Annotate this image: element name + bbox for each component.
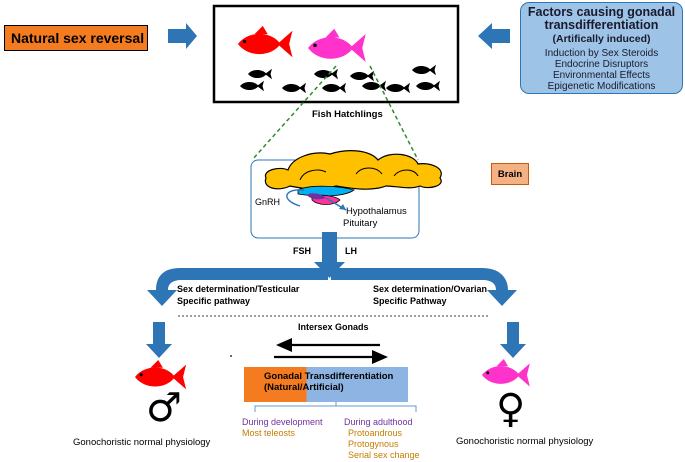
factors-item: Environmental Effects: [552, 70, 651, 81]
right-pathway-label: Sex determination/Ovarian Specific Pathw…: [373, 283, 487, 307]
arrow-right-intersex-head: [372, 350, 388, 364]
development-title: During development: [242, 417, 323, 427]
transdiff-line2: (Natural/Artificial): [264, 382, 344, 393]
arrow-left-factors: [478, 23, 510, 49]
arrow-right-natural: [168, 23, 197, 49]
adulthood-item: Protoandrous: [348, 428, 403, 438]
adulthood-title: During adulthood: [344, 417, 413, 427]
brain-icon: [264, 150, 442, 205]
natural-sex-reversal-label: Natural sex reversal: [11, 30, 145, 46]
hatchlings-label: Fish Hatchlings: [312, 109, 383, 120]
gnrh-label: GnRH: [255, 197, 281, 207]
dot-mark: [230, 355, 232, 357]
brain-label-box: Brain: [491, 163, 529, 185]
transdiff-line1: Gonadal Transdifferentiation: [264, 371, 394, 382]
factors-title: Factors causing gonadal transdifferentia…: [527, 5, 676, 32]
stage-bracket: [254, 405, 417, 412]
arrow-left-intersex-head: [276, 338, 292, 352]
male-physiology-label: Gonochoristic normal physiology: [73, 437, 211, 448]
lh-label: LH: [345, 246, 357, 256]
gnrh-arrow: [286, 189, 305, 207]
factors-item: Induction by Sex Steroids: [544, 48, 659, 59]
adulthood-item: Protogynous: [348, 439, 399, 449]
male-fish-icon: [135, 359, 187, 390]
arrow-down-female: [500, 322, 526, 358]
male-symbol-icon: ♂: [146, 385, 182, 431]
development-block: During development Most teleosts: [242, 417, 323, 439]
zoom-line-left: [251, 65, 337, 161]
right-pathway-line2: Specific Pathway: [373, 296, 447, 306]
left-pathway-label: Sex determination/Testicular Specific pa…: [177, 283, 299, 307]
female-symbol-icon: ♀: [496, 386, 526, 432]
arrow-branch-right: [331, 268, 517, 306]
left-pathway-line2: Specific pathway: [177, 296, 251, 306]
fsh-label: FSH: [293, 246, 311, 256]
zoom-line-right: [369, 65, 419, 161]
pink-fish-icon: [308, 28, 366, 62]
factors-subtitle: (Artifically induced): [552, 33, 651, 45]
natural-sex-reversal-box: Natural sex reversal: [4, 25, 148, 51]
factors-item: Epigenetic Modifications: [547, 81, 656, 92]
brain-label: Brain: [497, 168, 523, 180]
factors-item: Endocrine Disruptors: [554, 59, 649, 70]
arrow-branch-left: [147, 268, 328, 306]
adulthood-block: During adulthood Protoandrous Protogynou…: [344, 417, 420, 461]
arrow-down-male: [146, 322, 172, 358]
female-fish-icon: [482, 359, 530, 387]
development-item: Most teleosts: [242, 428, 296, 438]
transdifferentiation-box: Gonadal Transdifferentiation (Natural/Ar…: [244, 367, 408, 402]
pituitary-label: Pituitary: [343, 218, 378, 229]
factors-box: Factors causing gonadal transdifferentia…: [520, 2, 683, 94]
intersex-label: Intersex Gonads: [298, 322, 369, 332]
adulthood-item: Serial sex change: [348, 450, 420, 460]
red-fish-icon: [238, 25, 293, 58]
arrow-down-hormones: [314, 232, 345, 278]
hypothalamus-label: Hypothalamus: [346, 206, 407, 217]
left-pathway-line1: Sex determination/Testicular: [177, 284, 300, 294]
hypothalamus-arrowhead: [339, 204, 346, 210]
female-physiology-label: Gonochoristic normal physiology: [456, 436, 594, 447]
right-pathway-line1: Sex determination/Ovarian: [373, 284, 488, 294]
